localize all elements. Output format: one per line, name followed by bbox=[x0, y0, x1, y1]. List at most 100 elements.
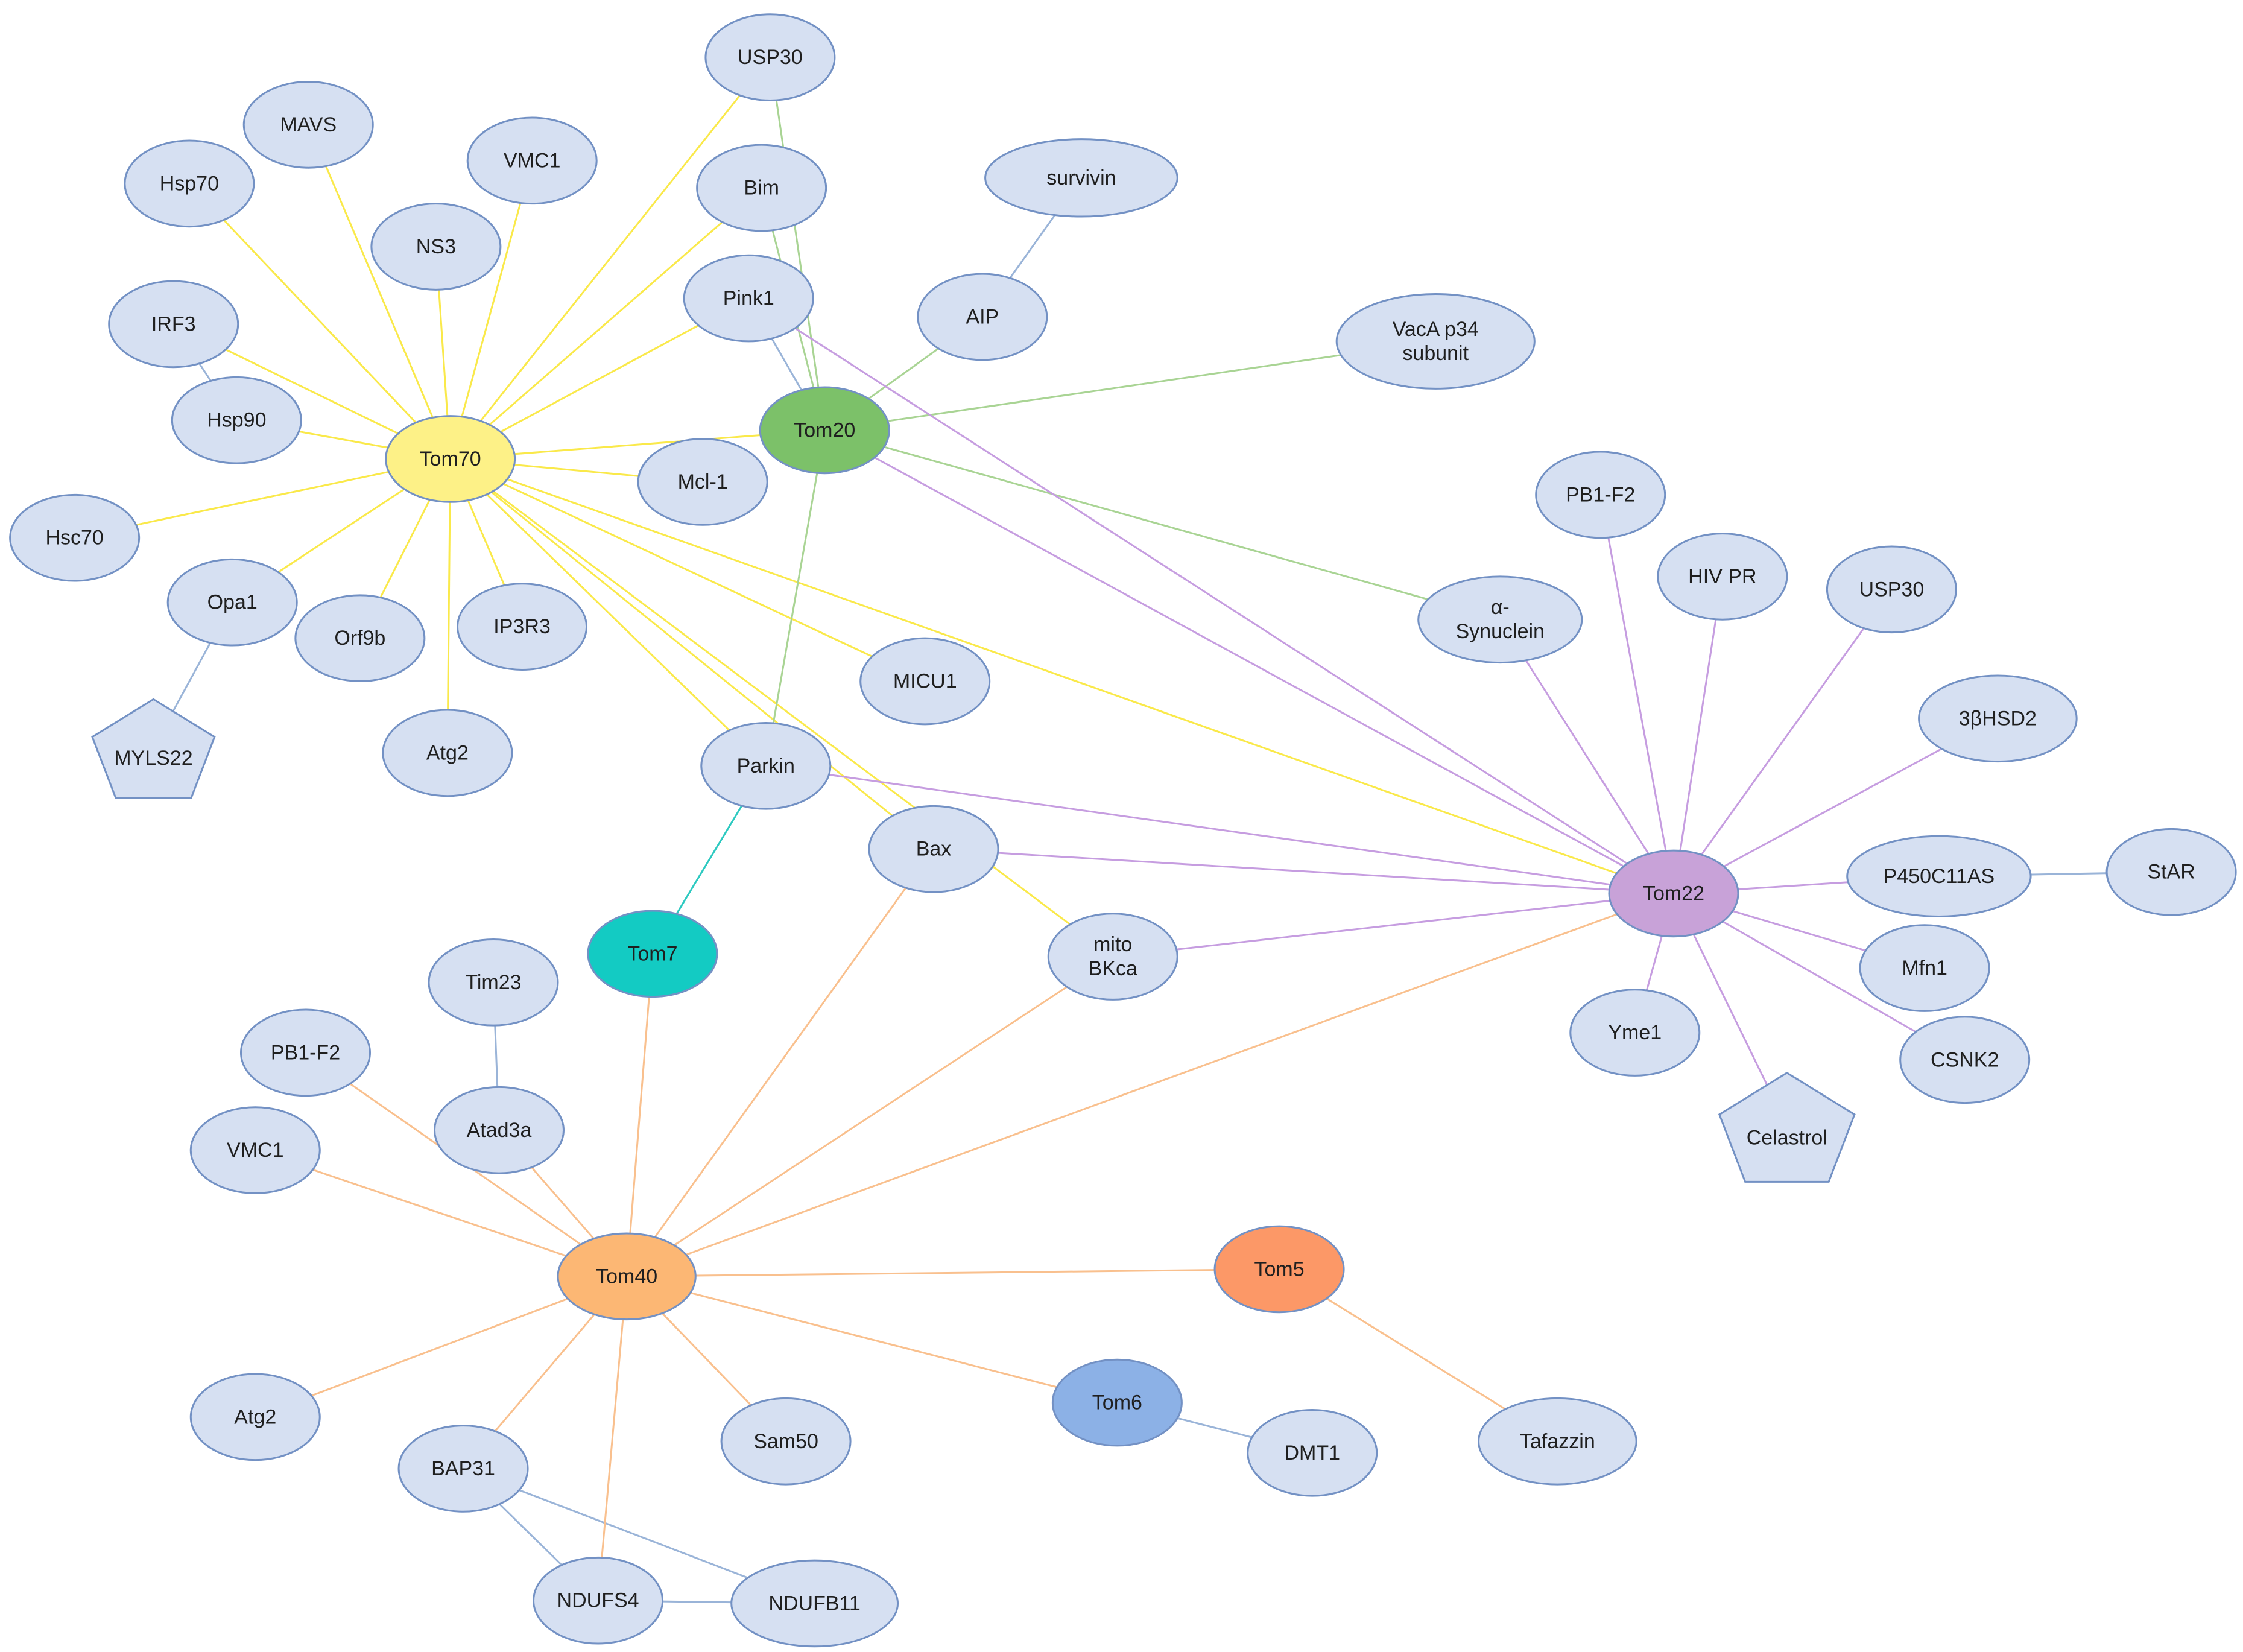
node-label: Hsp70 bbox=[160, 172, 219, 195]
node-bax: Bax bbox=[868, 805, 999, 893]
node-usp30_b: USP30 bbox=[1826, 545, 1957, 634]
edge-bax-tom22 bbox=[933, 848, 1674, 894]
node-shape bbox=[720, 1397, 852, 1486]
node-shape bbox=[1826, 545, 1957, 634]
node-shape bbox=[587, 910, 718, 998]
node-survivin: survivin bbox=[984, 138, 1178, 218]
node-vmc1_a: VMC1 bbox=[466, 116, 598, 205]
node-tom40: Tom40 bbox=[557, 1232, 697, 1321]
edge-tom20-usp30_a bbox=[769, 57, 826, 431]
node-shape bbox=[1569, 989, 1701, 1077]
node-label: Mfn1 bbox=[1902, 957, 1947, 979]
node-shape bbox=[1846, 835, 2032, 917]
edge-parkin-tom22 bbox=[765, 765, 1674, 894]
node-star: StAR bbox=[2105, 828, 2237, 916]
node-label: USP30 bbox=[738, 46, 803, 69]
node-label: IRF3 bbox=[151, 312, 196, 335]
node-shape bbox=[730, 1559, 899, 1648]
node-label: Tom22 bbox=[1643, 882, 1704, 905]
edge-asyn-tom22 bbox=[1499, 619, 1675, 894]
node-label: Bax bbox=[916, 838, 952, 861]
node-p450: P450C11AS bbox=[1846, 835, 2032, 917]
node-bhsd2: 3βHSD2 bbox=[1918, 674, 2078, 763]
node-shape bbox=[1718, 1071, 1856, 1183]
node-shape bbox=[171, 376, 302, 464]
node-hsp70: Hsp70 bbox=[124, 139, 255, 228]
node-label: AIP bbox=[966, 306, 999, 329]
node-shape bbox=[1899, 1016, 2031, 1104]
node-shape bbox=[189, 1373, 321, 1461]
node-label: Orf9b bbox=[334, 627, 385, 650]
node-label: Atg2 bbox=[426, 741, 469, 764]
node-opa1: Opa1 bbox=[166, 558, 298, 647]
node-label: 3βHSD2 bbox=[1959, 707, 2037, 730]
node-shape bbox=[859, 637, 991, 726]
edge-pink1-tom22 bbox=[748, 297, 1674, 894]
node-label: Celastrol bbox=[1747, 1127, 1827, 1150]
node-label: P450C11AS bbox=[1884, 865, 1995, 888]
node-label: Tom6 bbox=[1092, 1391, 1142, 1414]
node-label: Tom70 bbox=[420, 448, 481, 470]
node-shape bbox=[1051, 1358, 1183, 1447]
node-label: NS3 bbox=[416, 235, 456, 258]
node-mfn1: Mfn1 bbox=[1859, 924, 1990, 1012]
node-label: Yme1 bbox=[1608, 1021, 1662, 1044]
node-tim23: Tim23 bbox=[428, 938, 559, 1027]
node-pb1f2_a: PB1-F2 bbox=[1535, 451, 1666, 539]
node-shape bbox=[124, 139, 255, 228]
node-shape bbox=[1047, 913, 1178, 1001]
node-shape bbox=[759, 386, 890, 475]
edge-tom40-ndufs4 bbox=[597, 1276, 628, 1601]
node-shape bbox=[1213, 1225, 1345, 1314]
node-shape bbox=[683, 254, 814, 343]
node-tafazzin: Tafazzin bbox=[1478, 1397, 1637, 1486]
node-label: Tom40 bbox=[596, 1265, 657, 1288]
node-label: MICU1 bbox=[893, 669, 957, 692]
edge-tom20-tom22 bbox=[824, 429, 1674, 894]
node-bap31: BAP31 bbox=[397, 1425, 529, 1513]
node-label: Sam50 bbox=[753, 1430, 818, 1453]
node-atg2_a: Atg2 bbox=[382, 709, 513, 797]
edge-tom70-vmc1_a bbox=[449, 160, 533, 460]
node-asyn: α-Synuclein bbox=[1417, 575, 1583, 664]
node-shape bbox=[9, 493, 141, 582]
node-label: HIV PR bbox=[1688, 565, 1756, 588]
edge-tom70-bkca bbox=[449, 458, 1114, 958]
node-label: Hsp90 bbox=[207, 409, 266, 432]
node-shape bbox=[91, 698, 216, 799]
node-label: Synuclein bbox=[1456, 620, 1545, 643]
node-shape bbox=[239, 1008, 371, 1097]
node-shape bbox=[189, 1106, 321, 1194]
node-ns3: NS3 bbox=[370, 203, 502, 291]
node-shape bbox=[397, 1425, 529, 1513]
node-dmt1: DMT1 bbox=[1247, 1408, 1378, 1497]
edge-tom40-tom5 bbox=[627, 1268, 1280, 1277]
edge-tom20-parkin bbox=[765, 430, 826, 767]
node-label: Tom5 bbox=[1254, 1258, 1304, 1280]
node-shape bbox=[433, 1086, 565, 1174]
node-pink1: Pink1 bbox=[683, 254, 814, 343]
node-shape bbox=[2105, 828, 2237, 916]
node-label: IP3R3 bbox=[493, 615, 551, 638]
node-ip3r3: IP3R3 bbox=[457, 583, 588, 671]
node-ndufb11: NDUFB11 bbox=[730, 1559, 899, 1648]
node-label: BAP31 bbox=[431, 1457, 495, 1480]
edge-tom40-vmc1_b bbox=[255, 1149, 627, 1277]
node-label: VMC1 bbox=[227, 1139, 283, 1162]
node-label: Parkin bbox=[737, 755, 795, 777]
node-label: α- bbox=[1491, 596, 1510, 619]
node-hsc70: Hsc70 bbox=[9, 493, 141, 582]
node-shape bbox=[984, 138, 1178, 218]
node-label: VMC1 bbox=[504, 149, 560, 172]
node-shape bbox=[917, 273, 1048, 361]
edge-bkca-tom22 bbox=[1113, 892, 1674, 958]
node-shape bbox=[1335, 293, 1536, 390]
node-tom6: Tom6 bbox=[1051, 1358, 1183, 1447]
node-shape bbox=[370, 203, 502, 291]
node-label: subunit bbox=[1402, 342, 1469, 365]
edge-hivpr-tom22 bbox=[1672, 576, 1724, 894]
edge-tom70-bax bbox=[449, 458, 934, 850]
